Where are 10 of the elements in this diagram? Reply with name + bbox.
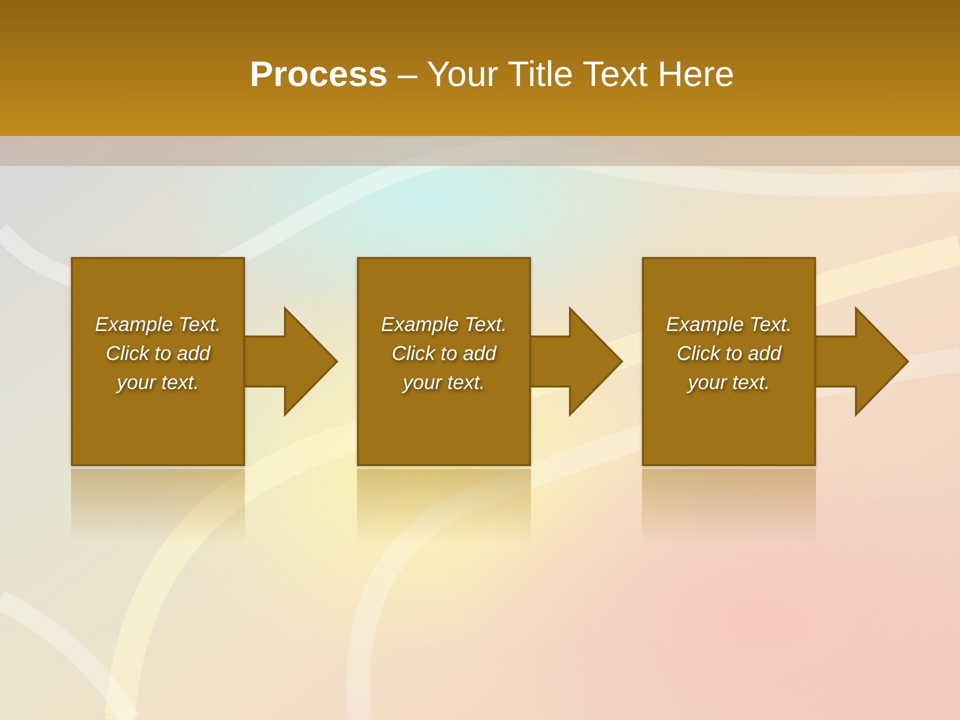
step-text: Example Text. Click to add your text. bbox=[94, 313, 222, 396]
step-text: Example Text. Click to add your text. bbox=[665, 313, 793, 396]
step-text: Example Text. Click to add your text. bbox=[380, 313, 508, 396]
process-box bbox=[357, 257, 531, 466]
block-arrow bbox=[815, 306, 910, 417]
process-box bbox=[71, 257, 245, 466]
block-arrow bbox=[530, 306, 624, 417]
slide-title: Process – Your Title Text Here bbox=[248, 53, 736, 96]
block-arrow bbox=[244, 306, 338, 417]
process-box bbox=[642, 257, 816, 466]
